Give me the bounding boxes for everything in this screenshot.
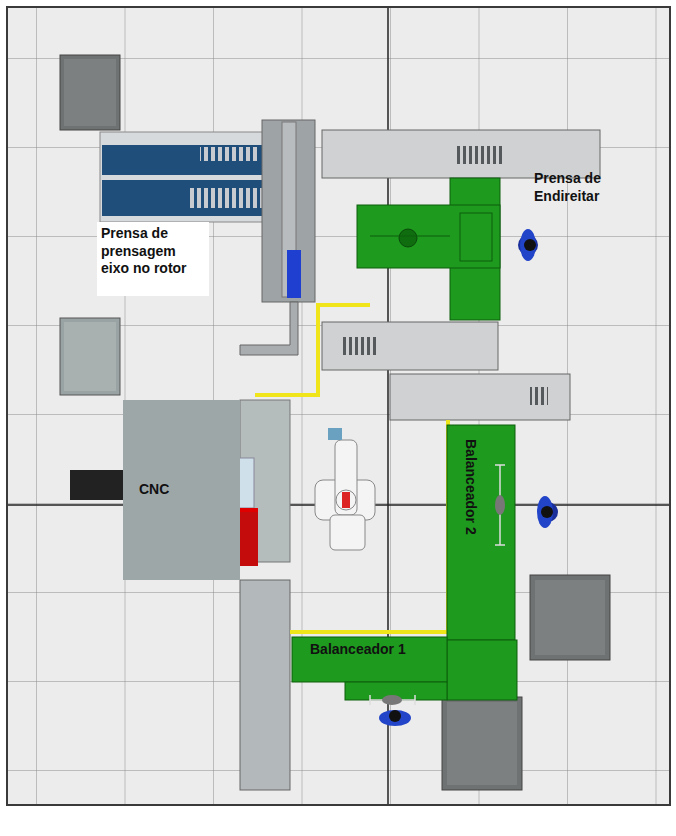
balancer-machine: Balanceador 2 bbox=[447, 425, 515, 640]
balancer-machine: Balanceador 1 bbox=[292, 637, 447, 682]
machine-label: Prensa de prensagem eixo no rotor bbox=[101, 225, 205, 278]
press-label-box: Prensa de prensagem eixo no rotor bbox=[97, 222, 209, 296]
machine-label: Prensa de Endireitar bbox=[534, 170, 622, 205]
machine-label: Balanceador 1 bbox=[310, 641, 429, 659]
cnc-machine: CNC bbox=[123, 400, 240, 580]
machine-label: Balanceador 2 bbox=[461, 439, 479, 535]
press-label: Prensa de Endireitar bbox=[532, 168, 624, 209]
machine-label: CNC bbox=[139, 481, 169, 499]
